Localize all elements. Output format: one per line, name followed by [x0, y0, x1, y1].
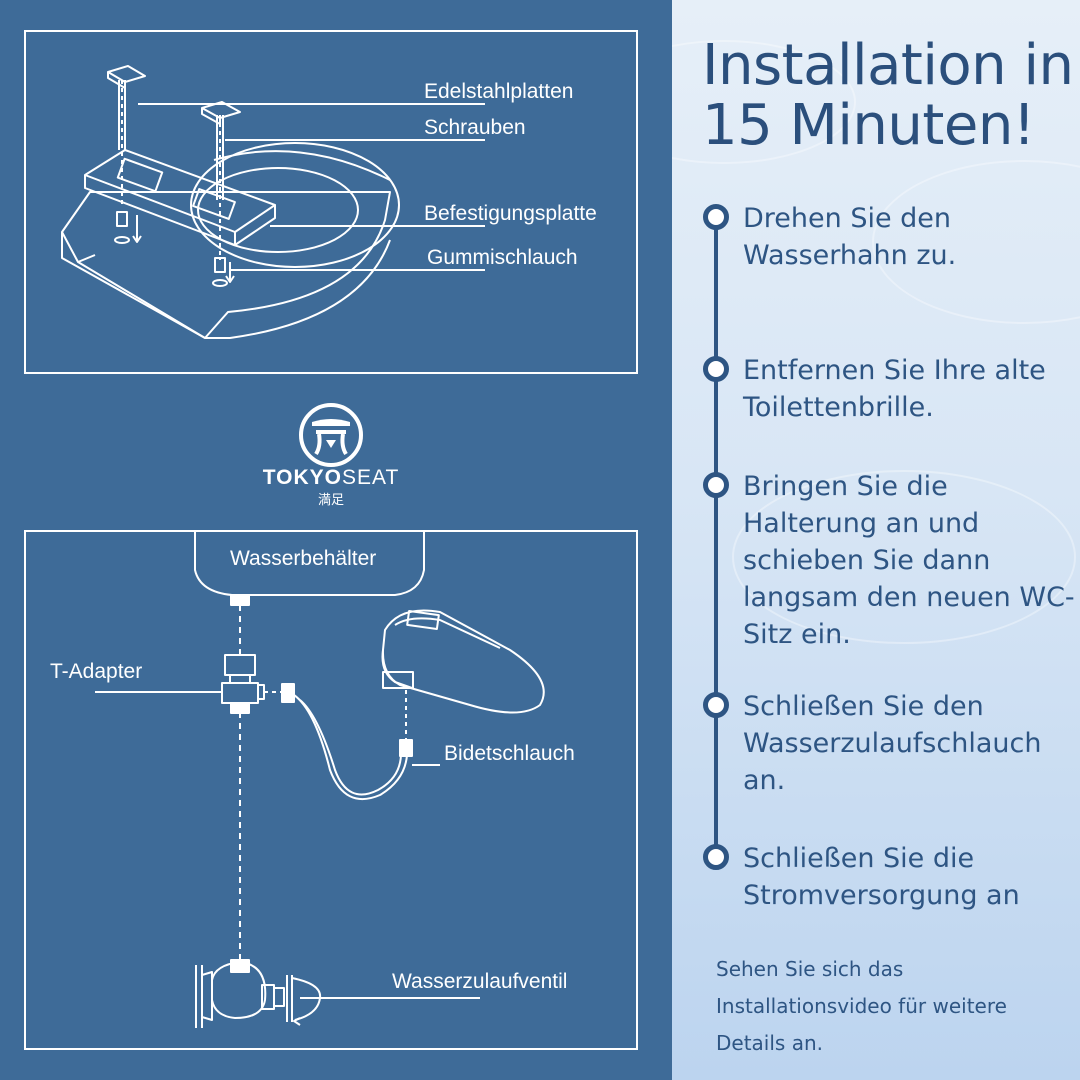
label-bidetschlauch: Bidetschlauch [444, 742, 575, 765]
water-connection-illustration [95, 532, 545, 1028]
step-text: Schließen Sie den Wasserzulaufschlauch a… [743, 691, 1042, 796]
label-befestigungsplatte: Befestigungsplatte [424, 202, 597, 225]
tokyoseat-logo-icon [299, 403, 363, 467]
video-footnote: Sehen Sie sich das Installationsvideo fü… [716, 957, 1007, 1055]
title-line-1: Installation in [702, 33, 1074, 98]
step-bullet-icon [703, 472, 729, 498]
label-schrauben: Schrauben [424, 116, 526, 139]
step-text: Entfernen Sie Ihre alte Toilettenbrille. [743, 355, 1046, 423]
water-ripple [732, 470, 1076, 644]
step-text: Drehen Sie den Wasserhahn zu. [743, 203, 957, 271]
brand-subtitle: 満足 [317, 493, 344, 508]
seat-mount-illustration [61, 65, 485, 339]
brand-name-bold: TOKYO [262, 466, 342, 489]
page-title: Installation in 15 Minuten! [702, 36, 1074, 156]
seat-mount-diagram-panel [24, 30, 638, 374]
step-bullet-icon [703, 844, 729, 870]
title-line-2: 15 Minuten! [702, 93, 1035, 158]
label-edelstahlplatten: Edelstahlplatten [424, 80, 574, 103]
step-bullet-icon [703, 356, 729, 382]
water-connection-diagram-panel [24, 530, 638, 1050]
instructions-area: Installation in 15 Minuten! Drehen Sie d… [672, 0, 1080, 1080]
brand-name: TOKYOSEAT [258, 466, 404, 490]
step-text: Schließen Sie die Stromversorgung an [743, 843, 1020, 911]
brand-name-light: SEAT [342, 466, 400, 489]
label-t-adapter: T-Adapter [50, 660, 143, 683]
label-wasserbehaelter: Wasserbehälter [230, 547, 377, 570]
step-bullet-icon [703, 692, 729, 718]
step-text: Bringen Sie die Halterung an und schiebe… [743, 471, 1075, 650]
step-bullet-icon [703, 204, 729, 230]
label-gummischlauch: Gummischlauch [427, 246, 578, 269]
timeline-line [714, 215, 718, 858]
diagram-area: Edelstahlplatten Schrauben Befestigungsp… [0, 0, 672, 1080]
label-wasserzulaufventil: Wasserzulaufventil [392, 970, 568, 993]
